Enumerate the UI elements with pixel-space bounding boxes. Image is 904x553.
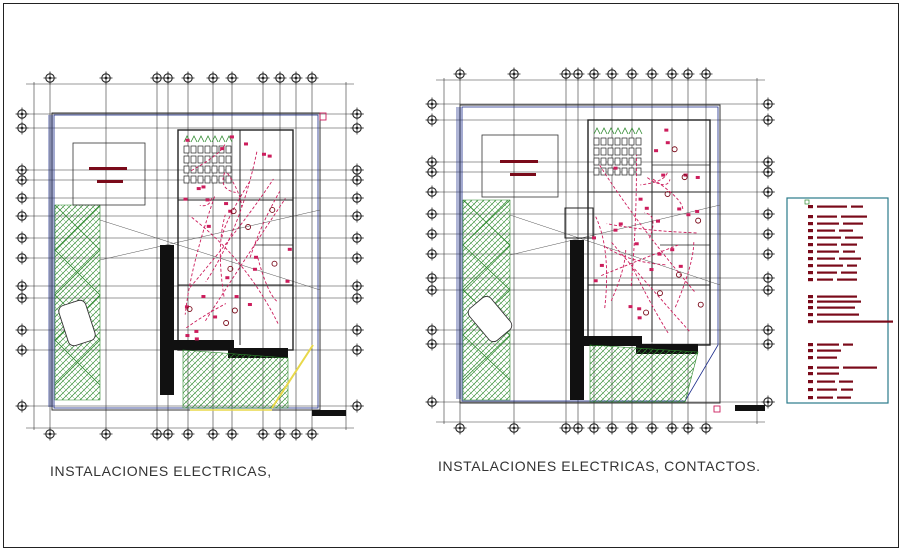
- building-core-right: [564, 119, 765, 413]
- car-symbol-left: [58, 299, 96, 347]
- floor-plan-right: [425, 67, 775, 435]
- lot-boundary-right: [461, 106, 719, 402]
- property-outline-right: [459, 104, 721, 404]
- caption-right: INSTALACIONES ELECTRICAS, CONTACTOS.: [438, 458, 761, 474]
- caption-left: INSTALACIONES ELECTRICAS,: [50, 463, 272, 479]
- axis-grid-left: [15, 71, 364, 441]
- storage-box-left: [72, 142, 146, 206]
- electrical-wiring-right: [592, 128, 704, 334]
- floor-plan-left: [15, 71, 364, 441]
- symbol-legend: [786, 197, 893, 404]
- electrical-wiring-left: [183, 135, 292, 341]
- drawing-frame: [3, 3, 899, 548]
- storage-box-right: [481, 134, 559, 198]
- building-core-left: [160, 112, 346, 416]
- car-symbol-right: [467, 295, 513, 343]
- property-outline-left: [51, 112, 321, 411]
- side-strip-left: [48, 115, 53, 407]
